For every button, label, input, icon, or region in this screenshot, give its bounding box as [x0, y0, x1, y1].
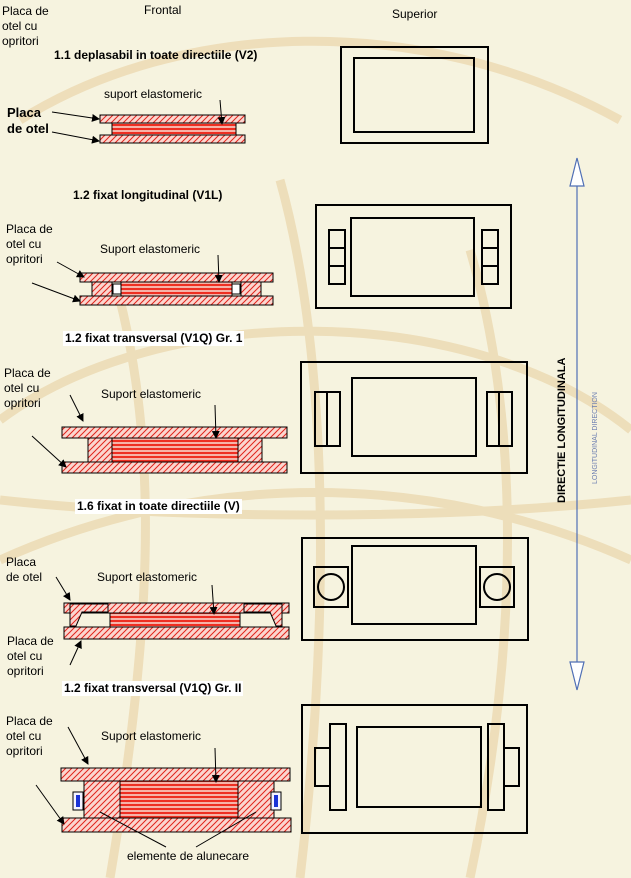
label-placa-otel-opritori-5: Placa de otel cu opritori — [6, 714, 53, 758]
frontal-header: Frontal — [144, 3, 182, 17]
label-placa-otel-opritori-2: Placa de otel cu opritori — [6, 222, 53, 266]
section4-top-view — [301, 537, 529, 641]
superior-header: Superior — [392, 7, 438, 21]
section2-front-drawing — [31, 254, 274, 306]
section4-front-drawing — [55, 576, 290, 666]
section1-top-view — [340, 46, 489, 144]
section1-front-drawing — [51, 99, 246, 144]
label-placa-otel-opritori-1: Placa de otel cu opritori — [2, 4, 49, 48]
label-placa-otel-4: Placa de otel — [6, 555, 43, 584]
label-directie-longitudinala: DIRECTIE LONGITUDINALA — [556, 357, 568, 503]
label-elemente-alunecare: elemente de alunecare — [127, 849, 250, 863]
section3-top-view — [300, 361, 528, 474]
label-suport-elastomeric-1: suport elastomeric — [104, 87, 203, 101]
section3-front-drawing — [31, 394, 288, 474]
label-suport-elastomeric-2: Suport elastomeric — [100, 242, 201, 256]
section5-title: 1.2 fixat transversal (V1Q) Gr. II — [62, 681, 244, 696]
label-suport-elastomeric-3: Suport elastomeric — [101, 387, 202, 401]
label-suport-elastomeric-4: Suport elastomeric — [97, 570, 198, 584]
section2-top-view — [315, 204, 512, 309]
longitudinal-arrow — [569, 157, 585, 691]
section1-title: 1.1 deplasabil in toate directiile (V2) — [54, 48, 258, 62]
section5-front-drawing — [35, 726, 292, 848]
label-longitudinal-direction: LONGITUDINAL DIRECTION — [592, 392, 599, 484]
label-placa-otel-1: Placa de otel — [7, 105, 49, 136]
section4-title: 1.6 fixat in toate directiile (V) — [75, 499, 242, 514]
label-suport-elastomeric-5: Suport elastomeric — [101, 729, 202, 743]
section5-top-view — [301, 704, 528, 834]
label-placa-otel-opritori-4: Placa de otel cu opritori — [7, 634, 54, 678]
section3-title: 1.2 fixat transversal (V1Q) Gr. 1 — [63, 331, 245, 346]
section2-title: 1.2 fixat longitudinal (V1L) — [73, 188, 223, 202]
label-placa-otel-opritori-3: Placa de otel cu opritori — [4, 366, 51, 410]
